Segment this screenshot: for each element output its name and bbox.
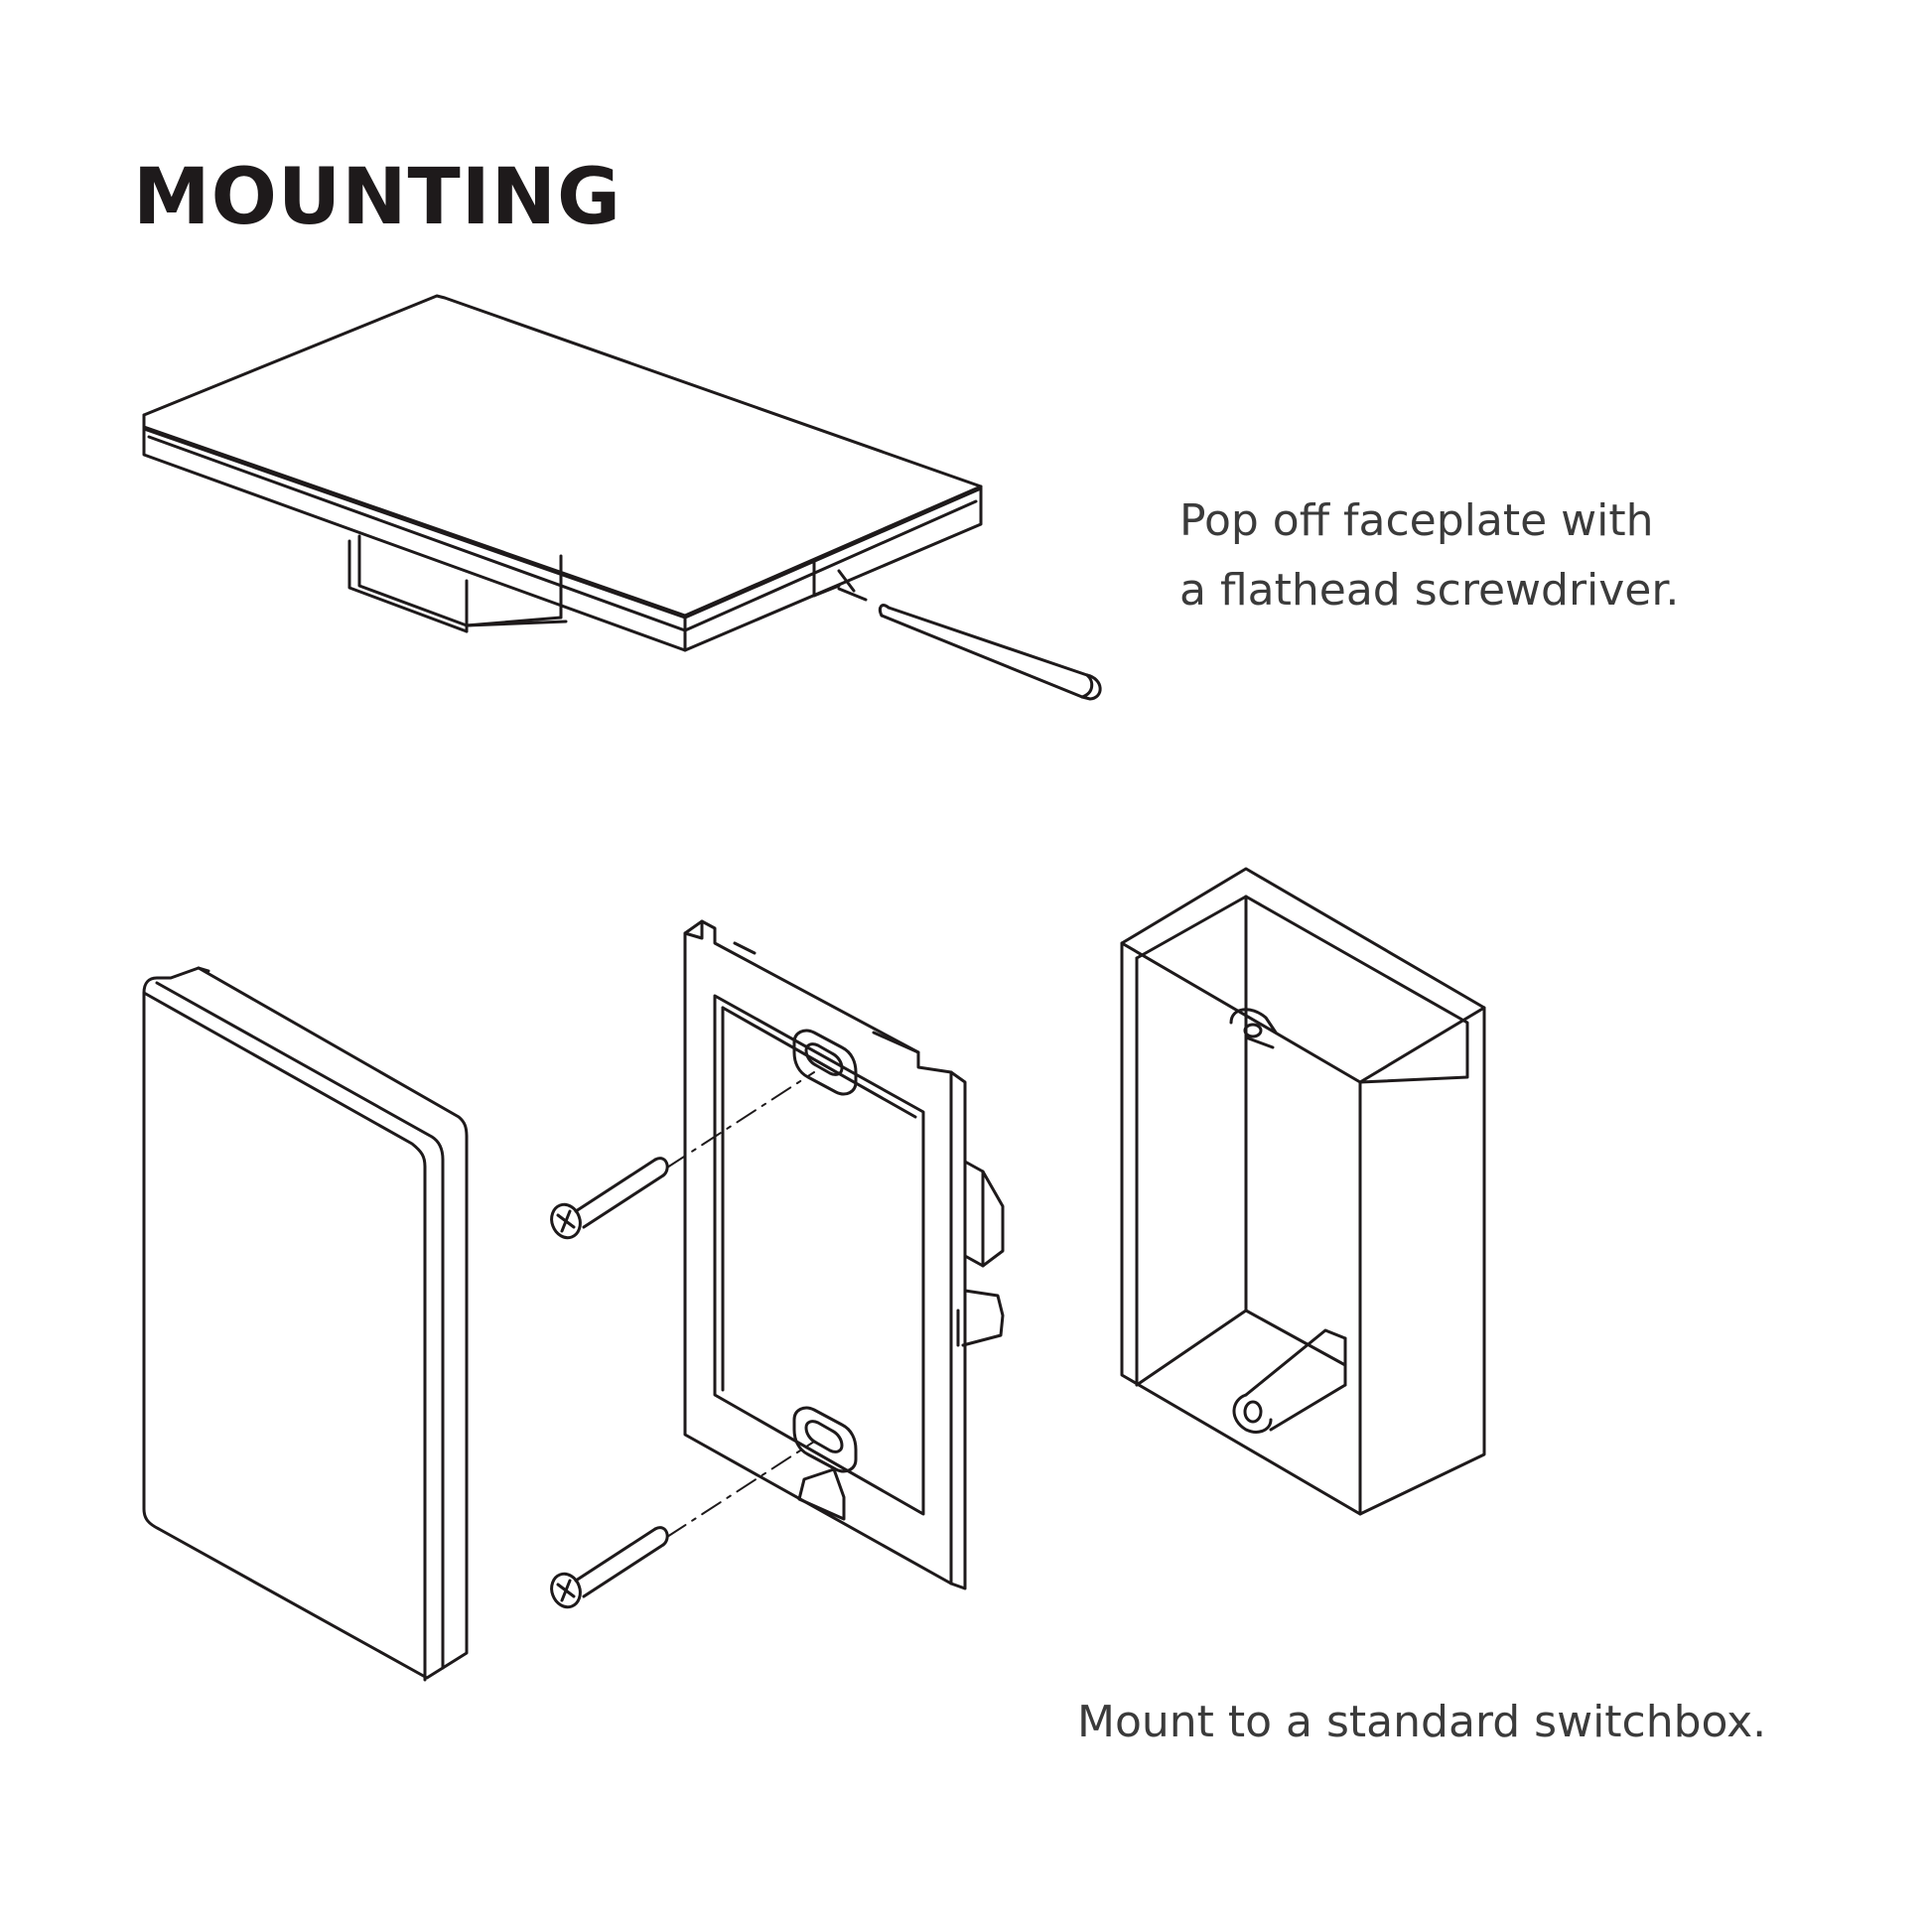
step1-caption: Pop off faceplate with a flathead screwd… bbox=[1179, 486, 1795, 625]
mounting-screws bbox=[547, 1072, 814, 1611]
faceplate-illustration bbox=[144, 968, 467, 1680]
lower-screw-slot bbox=[794, 1408, 856, 1471]
step2-caption: Mount to a standard switchbox. bbox=[1077, 1688, 1871, 1757]
upper-screw-slot bbox=[794, 1031, 856, 1094]
step2-caption-text: Mount to a standard switchbox. bbox=[1077, 1697, 1767, 1747]
switchbox-illustration bbox=[1122, 869, 1484, 1514]
mounting-bracket-illustration bbox=[685, 921, 1003, 1588]
step1-caption-line1: Pop off faceplate with bbox=[1179, 495, 1654, 546]
faceplate-top bbox=[144, 296, 981, 650]
lower-screw bbox=[547, 1442, 814, 1611]
faceplate-with-screwdriver-illustration bbox=[144, 296, 1100, 699]
upper-screw bbox=[547, 1072, 814, 1242]
page-title: MOUNTING bbox=[133, 153, 622, 242]
screwdriver bbox=[839, 589, 1100, 699]
device-body bbox=[349, 536, 854, 631]
step1-caption-line2: a flathead screwdriver. bbox=[1179, 565, 1680, 616]
